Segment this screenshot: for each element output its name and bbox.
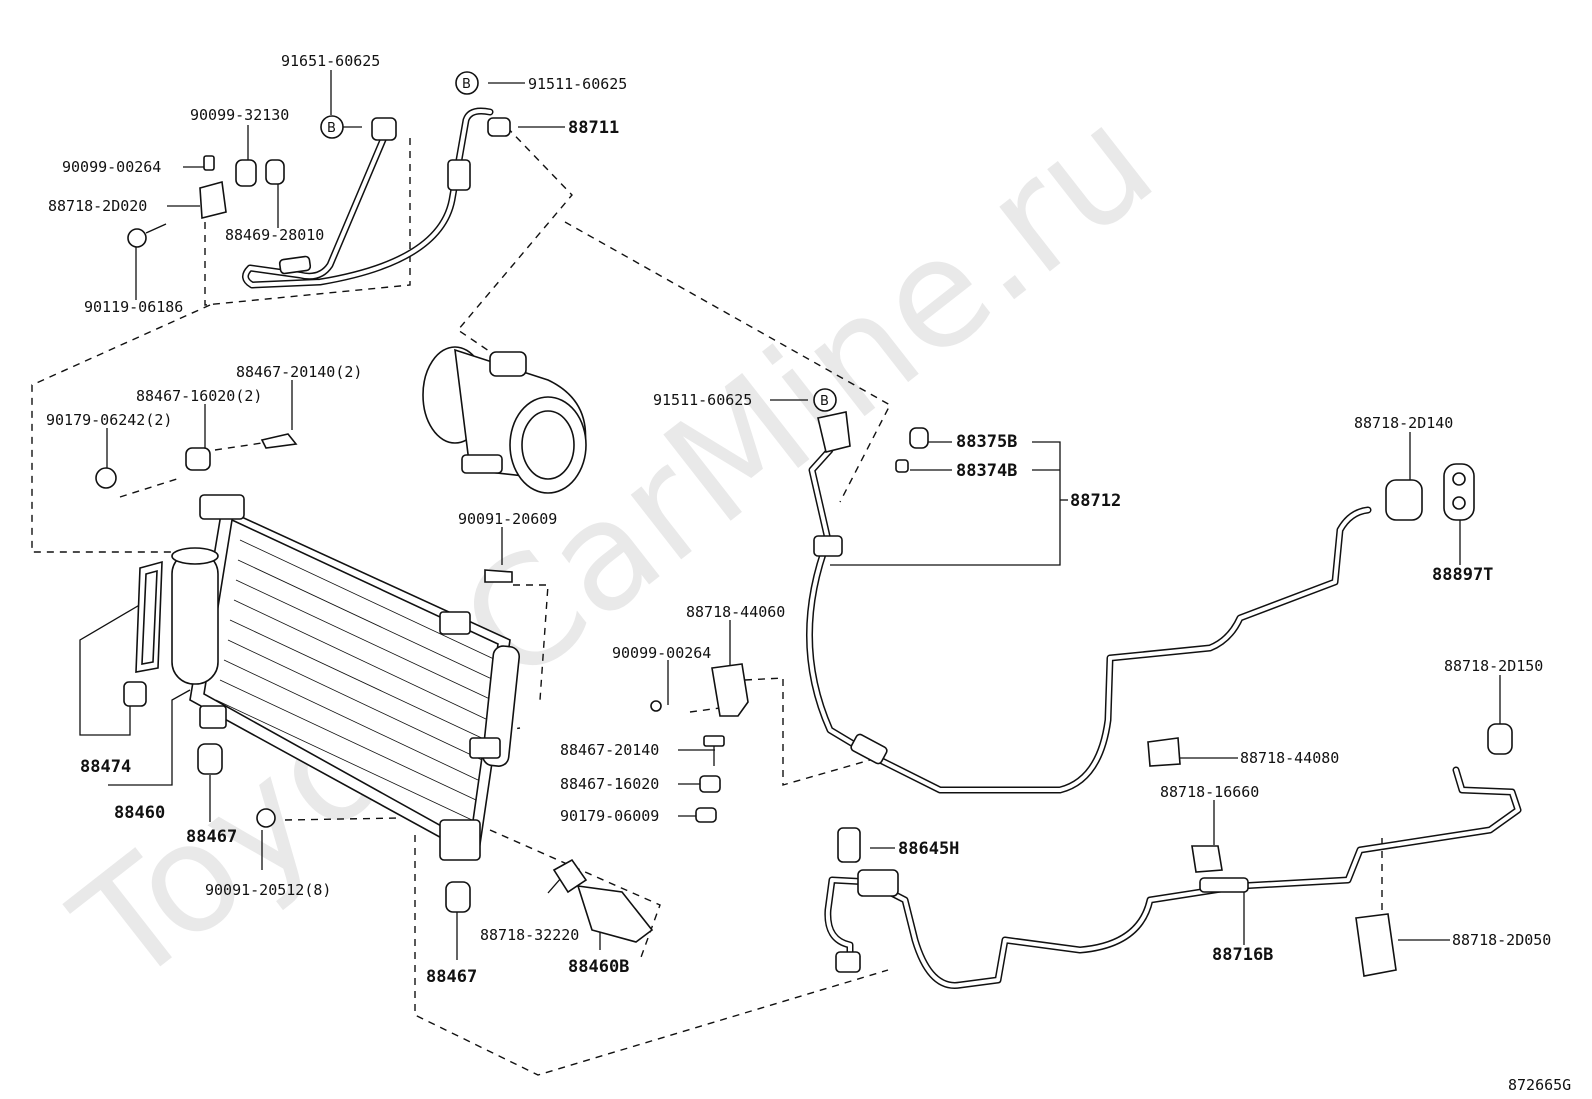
part-label: 88718-2D150 (1444, 657, 1543, 675)
part-label: 88718-16660 (1160, 783, 1259, 801)
part-label: 88718-44060 (686, 603, 785, 621)
part-label: 88711 (568, 118, 619, 138)
part-label: 90099-00264 (612, 644, 711, 662)
part-label: 88467 (186, 827, 237, 847)
part-label: 90099-32130 (190, 106, 289, 124)
condenser-88460 (189, 494, 521, 861)
part-label: 88467 (426, 967, 477, 987)
part-label: 88718-2D140 (1354, 414, 1453, 432)
part-label: 88474 (80, 757, 131, 777)
leader-lines (79, 70, 1501, 960)
part-label: 90091-20609 (458, 510, 557, 528)
circle-markers: B B B (320, 71, 837, 412)
part-label: 88718-44080 (1240, 749, 1339, 767)
circle-marker-label: B (327, 121, 336, 136)
circle-marker-label: B (462, 77, 471, 92)
part-label: 88718-2D050 (1452, 931, 1551, 949)
part-label: 88712 (1070, 491, 1121, 511)
part-label: 88897T (1432, 565, 1493, 585)
receiver-dryer (123, 547, 219, 707)
part-label: 91511-60625 (528, 75, 627, 93)
dashed-group-lines (31, 117, 1383, 1076)
part-label: 90179-06242(2) (46, 411, 172, 429)
bracket-parts-middle (552, 663, 749, 943)
part-label: 88467-16020 (560, 775, 659, 793)
part-label: 88718-2D020 (48, 197, 147, 215)
part-label: 90091-20512(8) (205, 881, 331, 899)
part-label: 90099-00264 (62, 158, 161, 176)
part-label: 88375B (956, 432, 1017, 452)
part-label: 88718-32220 (480, 926, 579, 944)
top-left-fasteners (127, 155, 285, 248)
part-label: 91511-60625 (653, 391, 752, 409)
part-label: 88460B (568, 957, 629, 977)
compressor (422, 346, 587, 494)
part-label: 90179-06009 (560, 807, 659, 825)
part-label: 88467-16020(2) (136, 387, 262, 405)
part-label: 88460 (114, 803, 165, 823)
diagram-code: 872665G (1508, 1076, 1571, 1094)
part-label: 88374B (956, 461, 1017, 481)
part-labels: 91651-60625 91511-60625 88711 90099-3213… (46, 52, 1551, 987)
condenser-mounts (95, 433, 513, 913)
part-label: 88645H (898, 839, 959, 859)
part-label: 88469-28010 (225, 226, 324, 244)
circle-marker-label: B (820, 394, 829, 409)
part-label: 90119-06186 (84, 298, 183, 316)
part-label: 91651-60625 (281, 52, 380, 70)
discharge-hose-88711 (242, 107, 511, 289)
right-fittings (1147, 463, 1513, 977)
suction-hose-88712 (806, 411, 1372, 794)
part-label: 88467-20140 (560, 741, 659, 759)
part-label: 88716B (1212, 945, 1273, 965)
liquid-line-88716B (824, 766, 1522, 989)
part-label: 88467-20140(2) (236, 363, 362, 381)
